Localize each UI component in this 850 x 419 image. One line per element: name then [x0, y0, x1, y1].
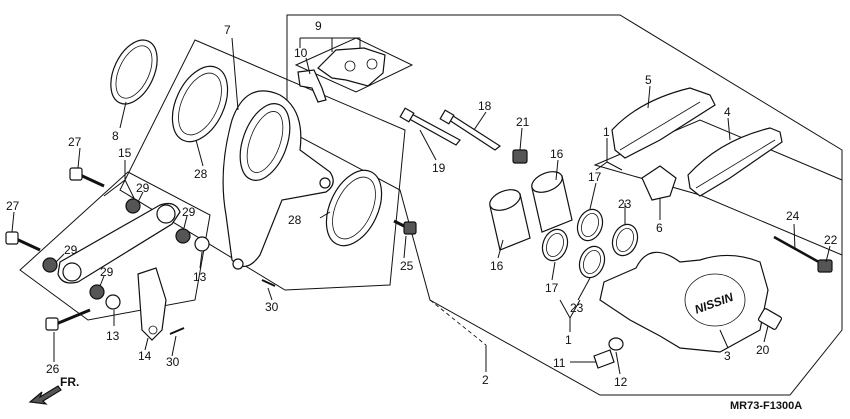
callout-3: 3: [724, 349, 731, 363]
callout-30-b: 30: [166, 355, 180, 369]
bleed-screw-11: [593, 349, 615, 369]
o-ring-8: [110, 39, 158, 105]
bolt-27-upper: [69, 167, 105, 188]
callout-10: 10: [294, 46, 308, 60]
callout-27-upper: 27: [68, 135, 82, 149]
brake-pad-5: [611, 87, 716, 159]
callout-8: 8: [112, 129, 119, 143]
callout-29-c: 29: [64, 243, 78, 257]
seal-28-upper: [171, 65, 229, 143]
pin-19: [399, 107, 461, 146]
cotter-pin-30-b: [169, 327, 185, 335]
callout-25: 25: [400, 259, 414, 273]
callout-21: 21: [516, 115, 530, 129]
plug-22: [817, 259, 833, 273]
callout-12: 12: [614, 375, 628, 389]
diagram-code: MR73-F1300A: [730, 400, 802, 412]
callout-17-upper: 17: [588, 170, 602, 184]
callout-20: 20: [756, 343, 770, 357]
bleeder-20: [757, 308, 783, 330]
torque-link-frame: [19, 171, 211, 321]
pad-pin-frame: [294, 37, 414, 93]
brake-pad-4: [687, 127, 783, 197]
callout-7: 7: [224, 23, 231, 37]
torque-link-15: [57, 202, 181, 284]
pad-spring-6: [641, 165, 677, 201]
piston-16-lower: [489, 189, 531, 251]
callout-19: 19: [432, 161, 446, 175]
pad-set-frame: [593, 119, 843, 256]
bushing-29-c: [42, 257, 58, 273]
callout-labels: 9 10 7 8 28 28 27 27 15 29 29 29 29 13 1…: [6, 19, 838, 389]
bolt-26: [45, 308, 91, 331]
pin-24: [773, 235, 827, 268]
callout-2: 2: [482, 373, 489, 387]
callout-13-b: 13: [106, 329, 120, 343]
spacer-13-b: [105, 294, 121, 310]
callout-29-a: 29: [136, 181, 150, 195]
callout-28-upper: 28: [194, 167, 208, 181]
callout-6: 6: [656, 221, 663, 235]
callout-26: 26: [46, 362, 60, 376]
callout-22: 22: [824, 233, 838, 247]
callout-18: 18: [478, 99, 492, 113]
callout-5: 5: [645, 73, 652, 87]
bushing-29-d: [89, 284, 105, 300]
caliper-group-frame: [286, 14, 843, 396]
pin-18: [439, 109, 502, 151]
cap-21: [512, 149, 528, 164]
bracket-group-frame: [119, 39, 406, 291]
bushing-29-b: [175, 228, 191, 244]
bolt-27-lower: [5, 231, 41, 252]
callout-23-lower: 23: [570, 301, 584, 315]
piston-16-upper: [531, 171, 573, 233]
callout-15: 15: [118, 146, 132, 160]
callout-1-lower: 1: [565, 333, 572, 347]
callout-28-lower: 28: [288, 213, 302, 227]
seal-17-upper: [576, 208, 604, 242]
bolt-25: [393, 219, 417, 235]
callout-17-lower: 17: [545, 281, 559, 295]
callout-29-b: 29: [182, 205, 196, 219]
callout-13-a: 13: [193, 270, 207, 284]
cotter-pin-30-a: [261, 279, 276, 287]
spacer-13-a: [194, 236, 210, 252]
seal-17-lower: [541, 228, 569, 262]
front-direction-arrow: FR.: [28, 375, 79, 405]
callout-11: 11: [553, 356, 566, 370]
caliper-bracket-7: [222, 90, 334, 270]
seal-23-lower: [578, 245, 606, 279]
callout-1-upper: 1: [603, 125, 610, 139]
callout-24: 24: [786, 209, 800, 223]
callout-27-lower: 27: [6, 199, 20, 213]
callout-9: 9: [315, 19, 322, 33]
callout-30-a: 30: [265, 300, 279, 314]
callout-23-upper: 23: [618, 197, 632, 211]
callout-29-d: 29: [100, 265, 114, 279]
seal-23-upper: [611, 223, 639, 257]
callout-16-upper: 16: [550, 147, 564, 161]
arm-14: [137, 267, 167, 341]
callout-14: 14: [138, 349, 152, 363]
pad-retainer-9: [317, 47, 386, 87]
pad-spring-10: [297, 69, 327, 103]
callout-16-lower: 16: [490, 259, 504, 273]
front-direction-label: FR.: [60, 375, 79, 389]
caliper-body-3: NISSIN: [599, 251, 769, 353]
bushing-29-a: [125, 198, 141, 214]
cap-12: [608, 337, 624, 351]
seal-28-lower: [325, 169, 383, 247]
leader-lines: [11, 37, 831, 375]
callout-4: 4: [724, 105, 731, 119]
